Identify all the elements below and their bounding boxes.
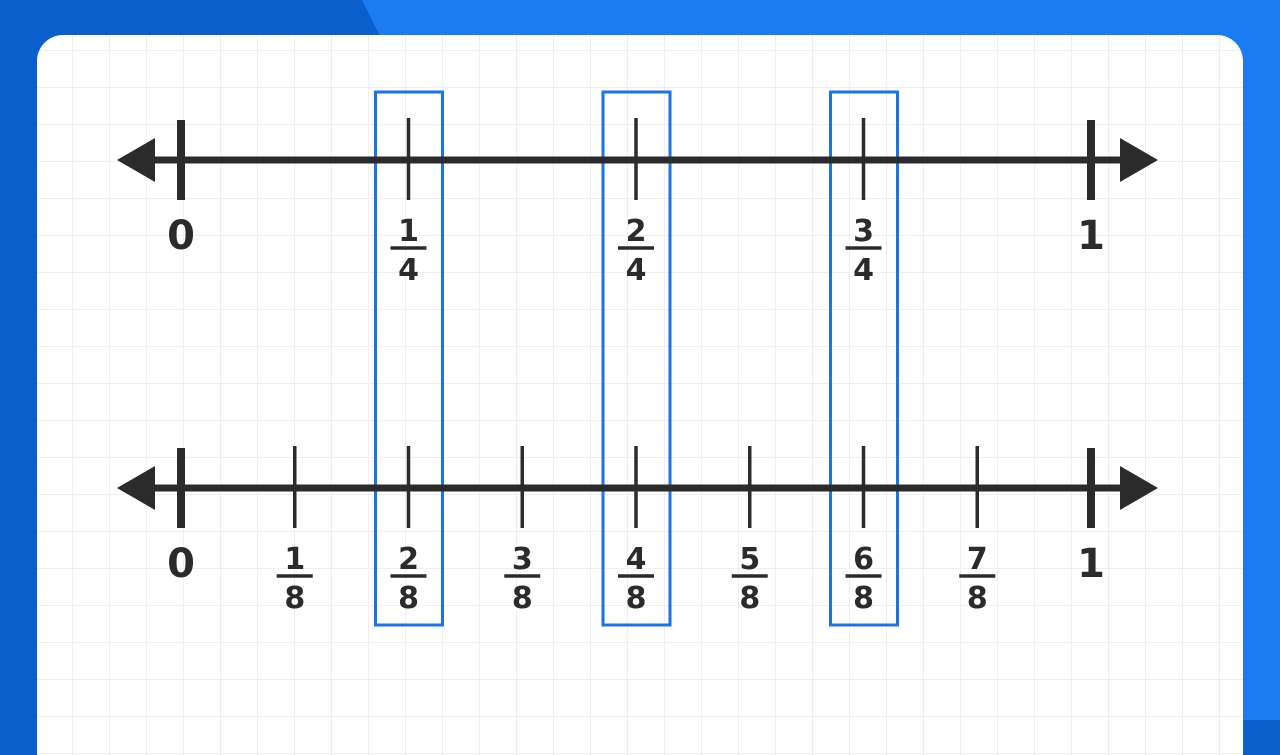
fraction-numerator: 2	[626, 214, 647, 249]
endpoint-label: 1	[1077, 213, 1105, 259]
fraction-denominator: 4	[626, 253, 647, 288]
fraction-denominator: 8	[739, 581, 760, 616]
right-arrow-icon	[1120, 466, 1158, 510]
equivalence-highlight-box	[829, 90, 899, 627]
endpoint-label: 0	[167, 213, 195, 259]
number-line-eighths	[117, 446, 1158, 578]
number-line-fourths	[117, 118, 1158, 250]
fraction-numerator: 1	[398, 214, 419, 249]
endpoint-label: 0	[167, 541, 195, 587]
fraction-numerator: 1	[284, 542, 305, 577]
fraction-denominator: 8	[853, 581, 874, 616]
equivalence-highlight-box	[601, 90, 672, 627]
fraction-denominator: 8	[967, 581, 988, 616]
left-arrow-icon	[117, 466, 155, 510]
right-arrow-icon	[1120, 138, 1158, 182]
left-arrow-icon	[117, 138, 155, 182]
fraction-numerator: 3	[853, 214, 874, 249]
fraction-numerator: 3	[512, 542, 533, 577]
fraction-denominator: 8	[398, 581, 419, 616]
endpoint-label: 1	[1077, 541, 1105, 587]
fraction-denominator: 8	[626, 581, 647, 616]
fraction-numerator: 7	[967, 542, 988, 577]
fraction-denominator: 8	[512, 581, 533, 616]
fraction-denominator: 8	[284, 581, 305, 616]
number-line-diagram: 0 1 1 4 2 4 3 4 0 1 1 8 2 8 3 8 4 8 5 8 6 8 7 8	[117, 90, 1158, 627]
equivalence-highlight-box	[374, 90, 444, 627]
fraction-numerator: 4	[626, 542, 647, 577]
fraction-numerator: 5	[739, 542, 760, 577]
fraction-numerator: 2	[398, 542, 419, 577]
fraction-denominator: 4	[853, 253, 874, 288]
fraction-numerator: 6	[853, 542, 874, 577]
fraction-denominator: 4	[398, 253, 419, 288]
grid-paper-card	[37, 35, 1243, 755]
